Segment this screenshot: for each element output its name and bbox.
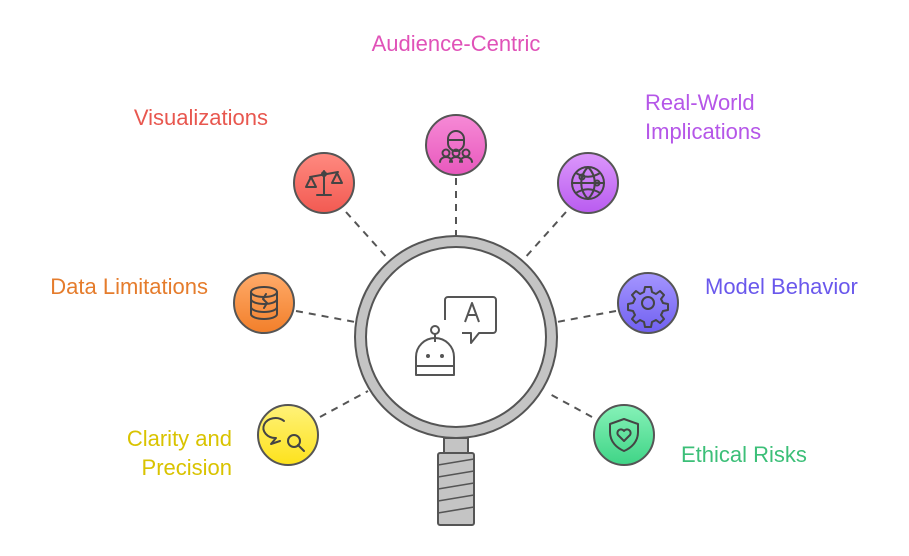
connector-model-behavior: [556, 310, 617, 323]
connector-ethical: [547, 392, 593, 418]
magnifying-glass-icon: [354, 235, 558, 526]
robot-chat-icon: [415, 296, 497, 376]
node-model-behavior: [617, 272, 679, 334]
label-line: Implications: [645, 119, 762, 144]
label-data-limitations: Data Limitations: [50, 274, 208, 299]
database-icon: [250, 286, 278, 320]
globe-icon: [571, 166, 605, 200]
label-model-behavior: Model Behavior: [705, 274, 858, 299]
connector-clarity: [319, 390, 369, 418]
shield-heart-icon: [609, 418, 639, 452]
connectors: [295, 178, 617, 418]
label-line: Precision: [141, 455, 232, 480]
connector-data-limitations: [295, 310, 356, 323]
node-clarity-and-precision: [257, 404, 319, 466]
node-real-world-implications: [557, 152, 619, 214]
gear-icon: [627, 286, 669, 328]
label-line: Clarity and: [126, 426, 232, 451]
node-audience-centric: [425, 114, 487, 176]
letter-a-glyph: [464, 302, 480, 323]
label-ethical-risks: Ethical Risks: [681, 442, 807, 467]
connector-visualizations: [345, 211, 390, 261]
node-ethical-risks: [593, 404, 655, 466]
search-chat-icon: [262, 417, 305, 452]
node-visualizations: [293, 152, 355, 214]
label-real-world-implications: Real-World Implications: [645, 88, 761, 146]
audience-icon: [439, 130, 473, 163]
scale-icon: [305, 170, 343, 196]
label-audience-centric: Audience-Centric: [371, 31, 541, 56]
label-line: Real-World: [645, 90, 755, 115]
label-visualizations: Visualizations: [133, 105, 268, 130]
label-clarity-and-precision: Clarity and Precision: [127, 424, 232, 482]
connector-real-world: [522, 211, 567, 261]
node-data-limitations: [233, 272, 295, 334]
